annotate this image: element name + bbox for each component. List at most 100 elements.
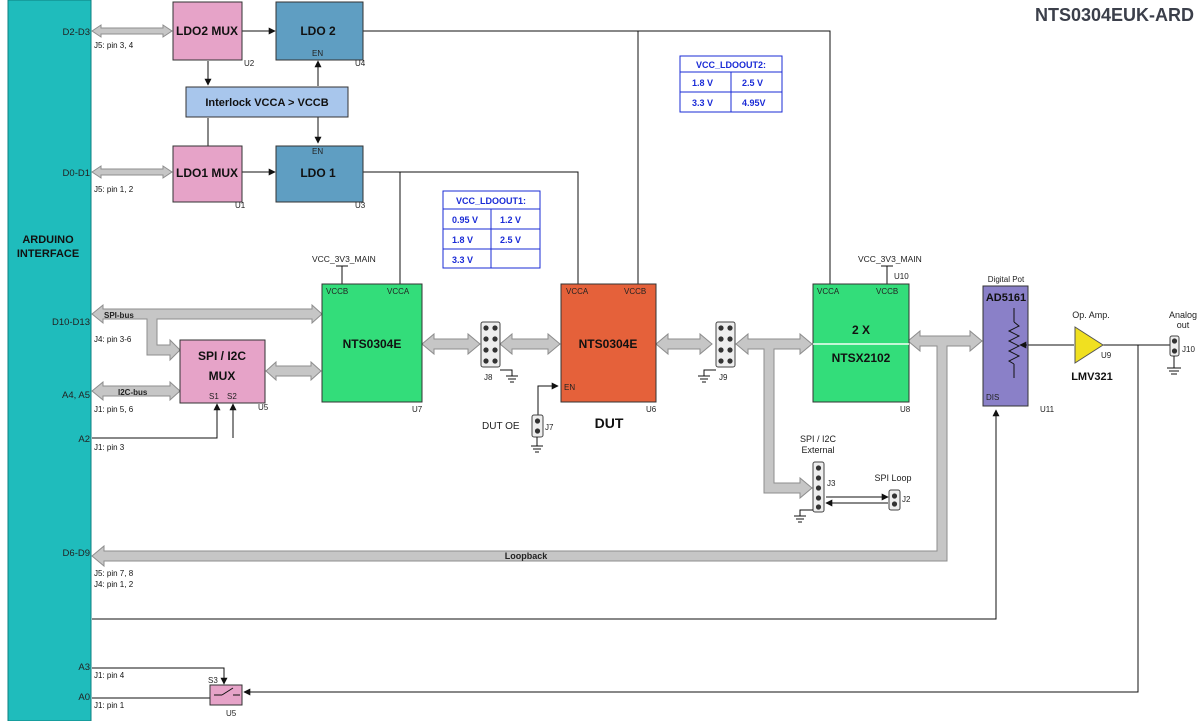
j8-connector-icon	[480, 321, 518, 383]
table-ldo1: VCC_LDOOUT1: 0.95 V 1.2 V 1.8 V 2.5 V 3.…	[442, 190, 541, 269]
arduino-interface-block	[7, 0, 92, 721]
j3-connector-icon	[794, 461, 825, 523]
opamp-header: Op. Amp.	[1072, 310, 1110, 320]
interlock-label: Interlock VCCA > VCCB	[205, 97, 328, 109]
signal-a0: A0	[78, 692, 90, 703]
signal-d0-d1: D0-D1	[63, 168, 90, 179]
pin-label-j4-36: J4: pin 3-6	[94, 335, 132, 344]
s3-label: S3	[208, 676, 218, 685]
ldo2-mux-block	[172, 1, 243, 61]
spi-mux-label-line1: SPI / I2C	[198, 349, 246, 363]
pin-label-j1-1: J1: pin 1	[94, 701, 125, 710]
u7-supply-label: VCC_3V3_MAIN	[312, 254, 376, 264]
j3-label: J3	[827, 479, 836, 488]
ldo2-block	[275, 1, 364, 61]
spi-mux-ref: U5	[258, 403, 269, 412]
wire-pot-dis	[92, 409, 1000, 620]
spi-bus-label: SPI-bus	[104, 311, 134, 320]
table-ldo2: VCC_LDOOUT2: 1.8 V 2.5 V 3.3 V 4.95V	[679, 55, 783, 113]
spi-mux-s2: S2	[227, 392, 237, 401]
signal-d6-d9: D6-D9	[63, 548, 90, 559]
table-ldo2-header: VCC_LDOOUT2:	[696, 60, 766, 70]
ldo2-label: LDO 2	[300, 24, 336, 38]
bus-u7-j8	[421, 332, 481, 356]
pot-header: Digital Pot	[988, 275, 1025, 284]
pin-label-j5-12: J5: pin 1, 2	[94, 185, 134, 194]
s3-ref: U5	[226, 709, 237, 718]
pin-label-j1-3: J1: pin 3	[94, 443, 125, 452]
wire-ldo2-out	[363, 30, 831, 284]
bus-dut-j9	[655, 332, 713, 356]
j10-connector-icon	[1167, 335, 1181, 375]
interlock-block	[185, 86, 349, 118]
arduino-label-line1: ARDUINO	[22, 234, 74, 246]
opamp-ref: U9	[1101, 351, 1112, 360]
dut-vccb: VCCB	[624, 287, 646, 296]
i2c-bus-label: I2C-bus	[118, 388, 148, 397]
analog-out-line2: out	[1177, 320, 1190, 330]
ldo1-mux-label: LDO1 MUX	[176, 166, 238, 180]
u7-label: NTS0304E	[343, 337, 402, 351]
signal-a3: A3	[78, 662, 90, 673]
u8-vccb: VCCB	[876, 287, 898, 296]
wire-a2-s1	[92, 403, 221, 439]
wire-a3-switch	[92, 667, 228, 685]
j7-connector-icon	[531, 414, 544, 453]
pin-label-j1-56: J1: pin 5, 6	[94, 405, 134, 414]
bus-d0-ldo1mux	[91, 165, 173, 179]
pin-label-j4-12: J4: pin 1, 2	[94, 580, 134, 589]
s3-switch-block	[209, 684, 243, 706]
ntsx-label-line1: 2 X	[852, 323, 870, 337]
opamp-triangle-icon	[1074, 326, 1104, 364]
table-ldo2-cell: 3.3 V	[692, 98, 713, 108]
u7-vccb: VCCB	[326, 287, 348, 296]
j2-label: J2	[902, 495, 911, 504]
spi-loop-label: SPI Loop	[874, 473, 911, 483]
bus-mux-u7	[265, 360, 322, 382]
u8-supply-label: VCC_3V3_MAIN	[858, 254, 922, 264]
arduino-label-line2: INTERFACE	[17, 248, 79, 260]
signal-d2-d3: D2-D3	[63, 27, 90, 38]
ntsx2102-block	[812, 283, 910, 403]
pot-dis: DIS	[986, 393, 999, 402]
pin-label-j1-4: J1: pin 4	[94, 671, 125, 680]
j10-label: J10	[1182, 345, 1195, 354]
dut-label: NTS0304E	[579, 337, 638, 351]
pot-ref: U11	[1040, 405, 1055, 414]
bus-spi	[91, 303, 323, 362]
spi-mux-label-line2: MUX	[209, 369, 236, 383]
table-ldo1-cell: 3.3 V	[452, 255, 473, 265]
pot-label: AD5161	[986, 292, 1026, 304]
wire-opamp-a0	[243, 345, 1139, 696]
signal-a2: A2	[78, 434, 90, 445]
table-ldo2-cell: 4.95V	[742, 98, 766, 108]
dut-block	[560, 283, 657, 403]
ldo1-ref: U3	[355, 201, 366, 210]
ldo2-ref: U4	[355, 59, 366, 68]
ldo2-en: EN	[312, 49, 323, 58]
opamp-label: LMV321	[1071, 371, 1113, 383]
j9-label: J9	[719, 373, 728, 382]
u8-vcca: VCCA	[817, 287, 840, 296]
pin-label-j5-34: J5: pin 3, 4	[94, 41, 134, 50]
ldo2-mux-ref: U2	[244, 59, 255, 68]
pin-label-j5-78: J5: pin 7, 8	[94, 569, 134, 578]
spi-ext-line1: SPI / I2C	[800, 434, 837, 444]
j8-label: J8	[484, 373, 493, 382]
u10-ref: U10	[894, 272, 909, 281]
ldo1-mux-block	[172, 145, 243, 203]
dut-en: EN	[564, 383, 575, 392]
dut-ref: U6	[646, 405, 657, 414]
table-ldo1-header: VCC_LDOOUT1:	[456, 196, 526, 206]
ldo1-block	[275, 145, 364, 203]
wire-dut-oe	[537, 382, 559, 420]
table-ldo1-cell: 0.95 V	[452, 215, 478, 225]
ad5161-block	[982, 285, 1029, 407]
loopback-label: Loopback	[505, 551, 548, 561]
signal-a4-a5: A4, A5	[62, 390, 90, 401]
board-title: NTS0304EUK-ARD	[1034, 5, 1194, 25]
spi-mux-s1: S1	[209, 392, 219, 401]
table-ldo1-cell: 2.5 V	[500, 235, 521, 245]
signal-d10-d13: D10-D13	[52, 317, 90, 328]
j2-connector-icon	[888, 489, 901, 511]
